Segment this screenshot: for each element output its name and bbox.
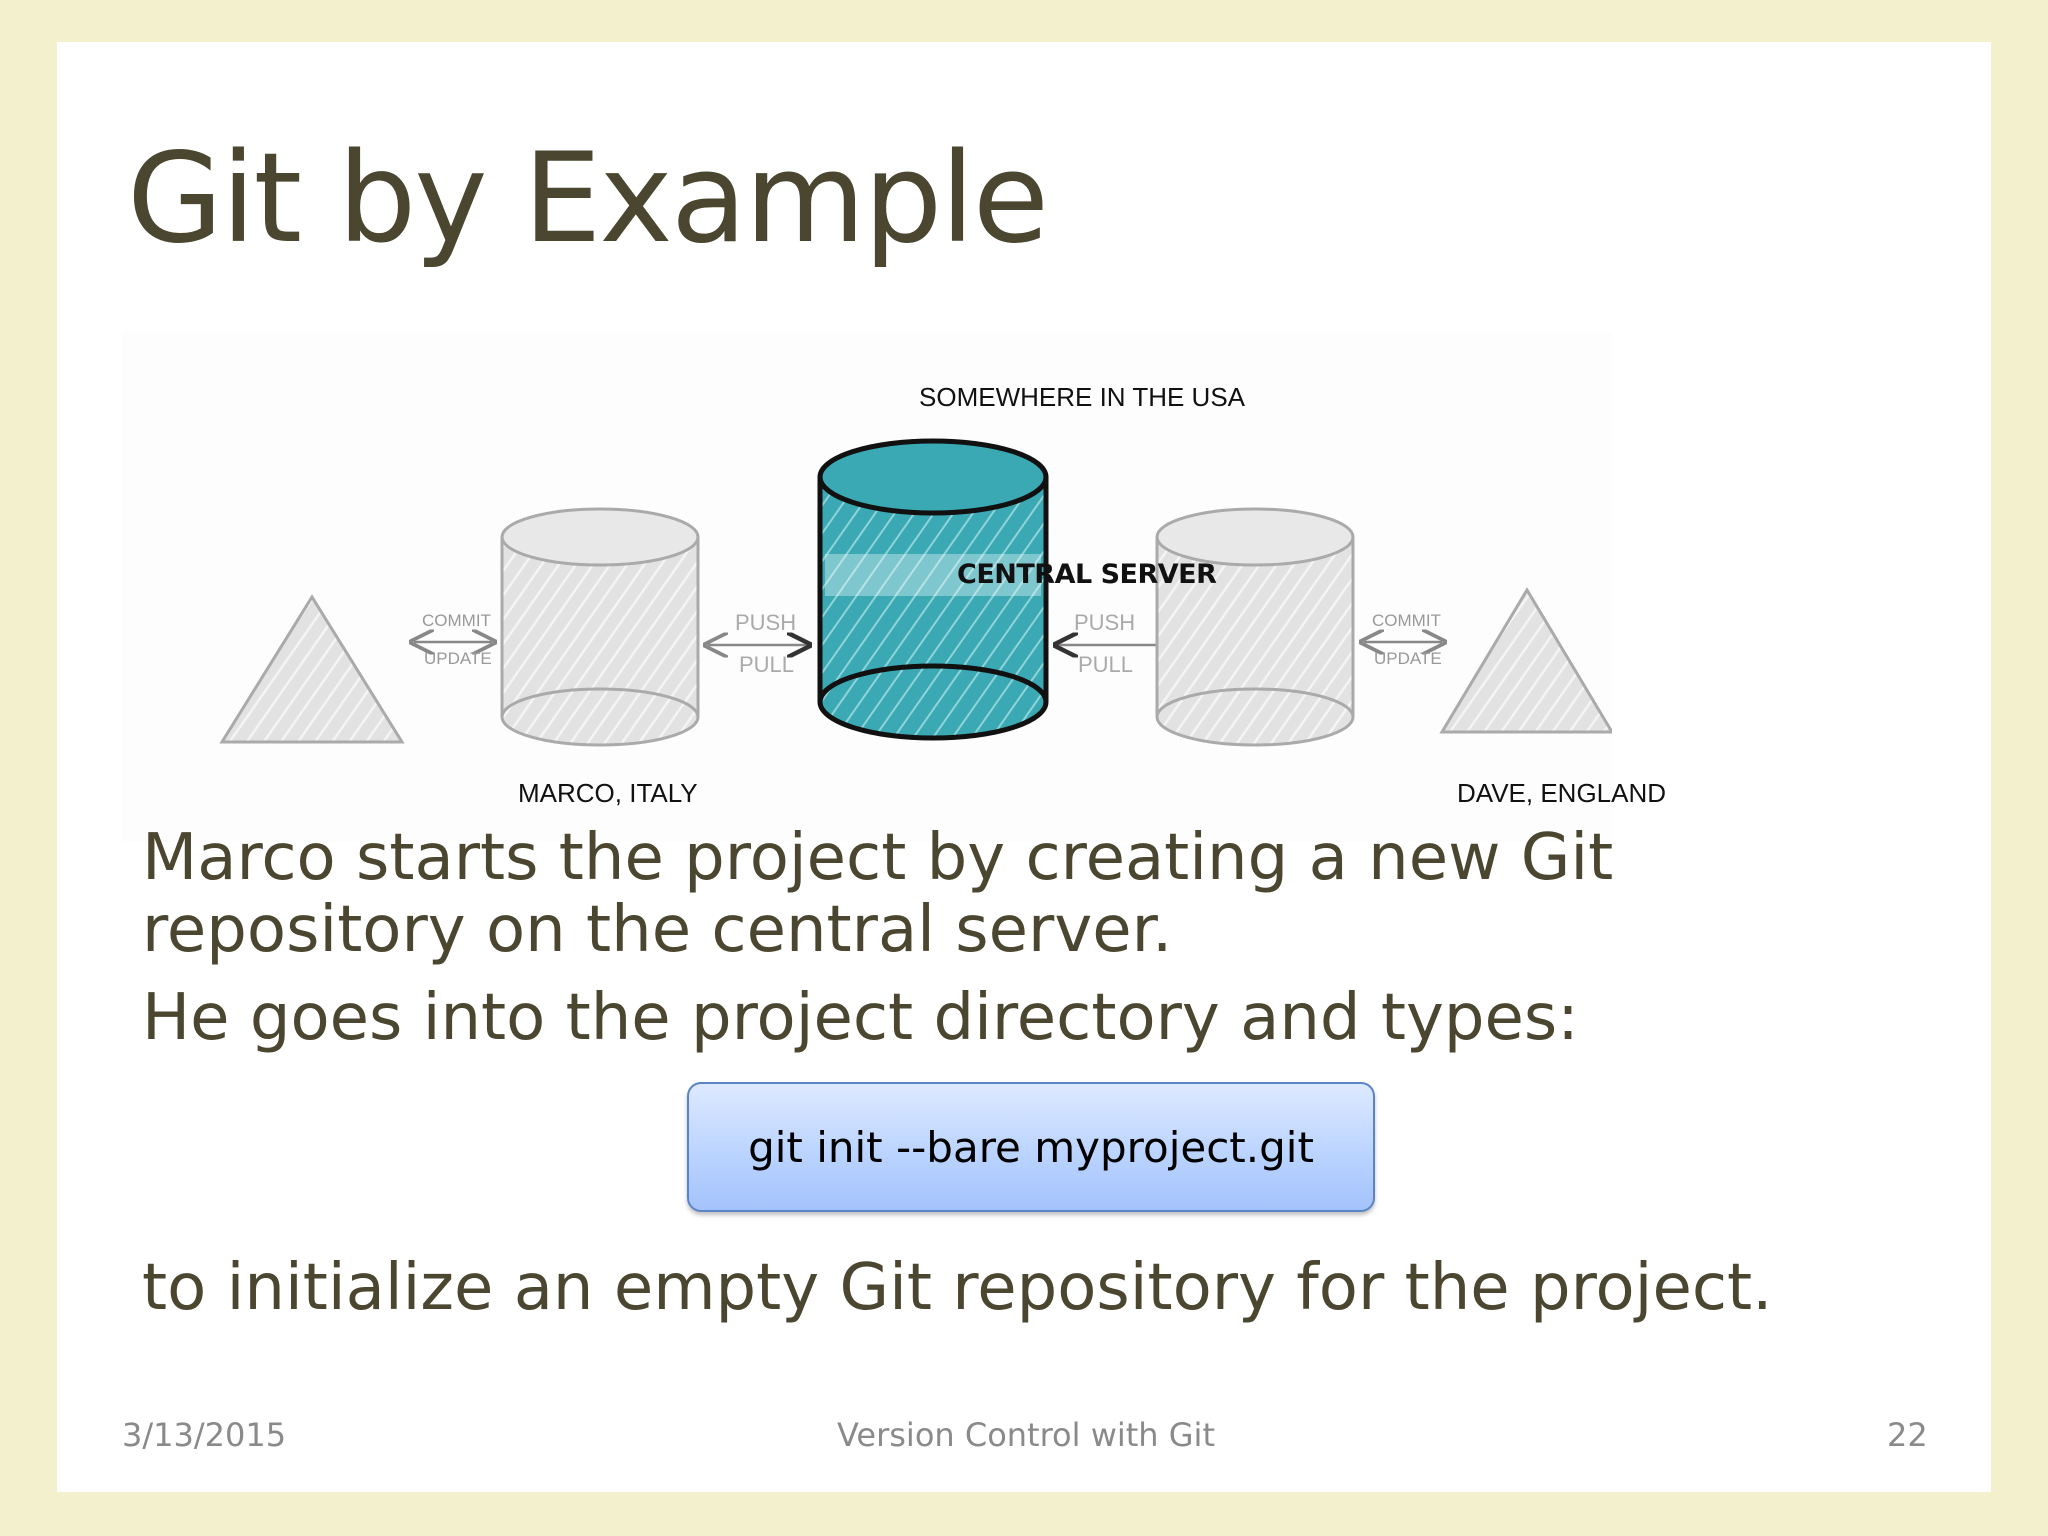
right-push-label: PUSH: [1074, 610, 1136, 635]
footer-page-number: 22: [1887, 1416, 1928, 1454]
slide: Git by Example: [57, 42, 1991, 1492]
right-pull-label: PULL: [1078, 652, 1134, 677]
right-update-label: UPDATE: [1374, 649, 1442, 668]
paragraph-line-2: repository on the central server.: [142, 893, 1173, 967]
command-box: git init --bare myproject.git: [687, 1082, 1375, 1212]
dave-repo-cylinder: [1155, 507, 1355, 747]
diagram-graphic: [219, 438, 1612, 747]
dave-triangle: [1439, 587, 1612, 734]
left-pull-label: PULL: [739, 652, 795, 677]
right-commit-label: COMMIT: [1372, 611, 1441, 630]
central-server-cylinder: [817, 438, 1049, 741]
paragraph-2: He goes into the project directory and t…: [142, 981, 1579, 1055]
marco-label: MARCO, ITALY: [518, 778, 698, 808]
left-push-label: PUSH: [735, 610, 797, 635]
slide-title: Git by Example: [127, 127, 1049, 271]
paragraph-3: to initialize an empty Git repository fo…: [142, 1251, 1773, 1325]
dave-label: DAVE, ENGLAND: [1457, 778, 1667, 808]
footer-date: 3/13/2015: [122, 1416, 287, 1454]
footer-title: Version Control with Git: [837, 1416, 1215, 1454]
left-update-label: UPDATE: [424, 649, 492, 668]
marco-repo-cylinder: [500, 507, 700, 747]
paragraph-line-1: Marco starts the project by creating a n…: [142, 821, 1614, 895]
marco-triangle: [219, 594, 405, 744]
command-text: git init --bare myproject.git: [748, 1122, 1314, 1172]
git-workflow-diagram: SOMEWHERE IN THE USA CENTRAL SERVER COMM…: [122, 332, 1666, 842]
usa-label: SOMEWHERE IN THE USA: [919, 382, 1246, 412]
left-commit-label: COMMIT: [422, 611, 491, 630]
central-server-label: CENTRAL SERVER: [957, 559, 1217, 590]
